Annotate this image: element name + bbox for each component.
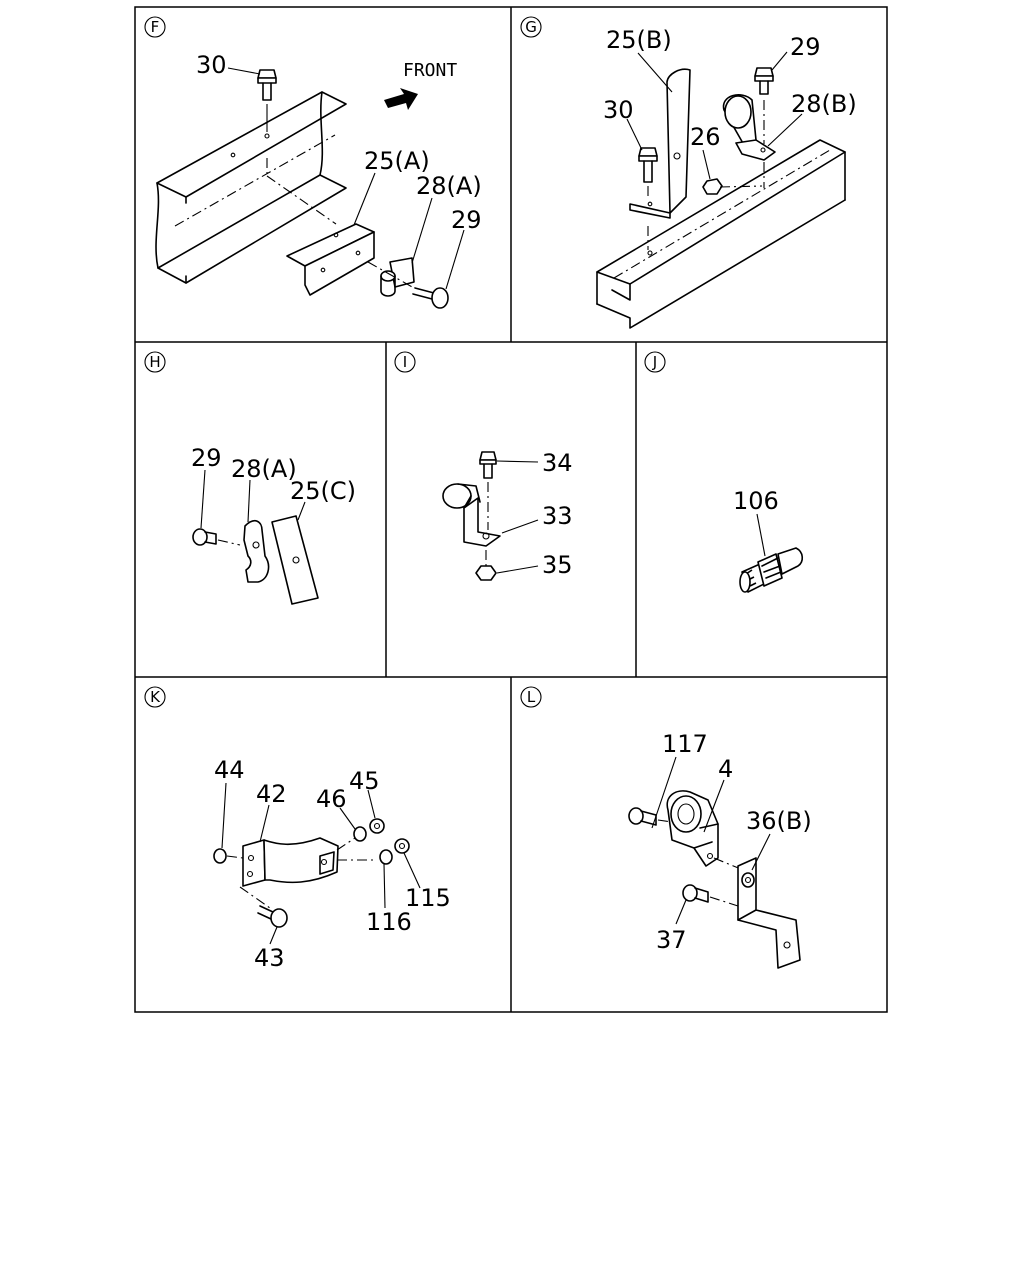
- label-45-k: 45: [349, 767, 380, 795]
- svg-text:H: H: [149, 353, 160, 371]
- nut-45-k: [369, 818, 385, 834]
- panel-marker-g: G: [520, 16, 542, 38]
- svg-text:L: L: [527, 688, 536, 706]
- panel-k: K: [144, 686, 451, 972]
- label-117-l: 117: [662, 730, 708, 758]
- plate-25c-h: [271, 515, 319, 605]
- bracket-42-k: [242, 837, 339, 887]
- clip-33-i: [442, 483, 501, 547]
- panel-l: L: [520, 686, 812, 969]
- label-28a-h: 28(A): [231, 455, 297, 483]
- nut-26-g: [702, 178, 763, 195]
- grid-frame: [134, 6, 888, 1013]
- clip-28b-g: [722, 94, 776, 161]
- bolt-29-f: [412, 287, 449, 309]
- connector-106-j: [739, 547, 804, 593]
- bolt-43-k: [257, 905, 288, 928]
- panel-g: G: [520, 16, 857, 329]
- label-116-k: 116: [366, 908, 412, 936]
- label-34-i: 34: [542, 449, 573, 477]
- label-46-k: 46: [316, 785, 347, 813]
- label-30-f: 30: [196, 51, 227, 79]
- clamp-4-l: [666, 790, 749, 873]
- label-25c-h: 25(C): [290, 477, 356, 505]
- label-33-i: 33: [542, 502, 573, 530]
- clip-28a-f: [367, 257, 415, 297]
- label-43-k: 43: [254, 944, 285, 972]
- clip-28a-h: [243, 519, 270, 583]
- label-30-g: 30: [603, 96, 634, 124]
- label-29-h: 29: [191, 444, 222, 472]
- panel-marker-k: K: [144, 686, 166, 708]
- svg-text:I: I: [403, 353, 407, 371]
- panel-h: H 29 28(A) 25(C): [144, 351, 356, 605]
- panel-marker-j: J: [644, 351, 666, 373]
- panel-marker-h: H: [144, 351, 166, 373]
- bracket-25b-g: [629, 68, 691, 219]
- panel-f: F FRONT: [144, 16, 482, 309]
- front-label: FRONT: [403, 60, 457, 81]
- frame-rail-g: [596, 139, 846, 329]
- bolt-30-f: [257, 69, 277, 139]
- bolt-29-g: [754, 67, 774, 188]
- label-28b-g: 28(B): [791, 90, 857, 118]
- front-arrow-icon: [384, 88, 418, 110]
- label-36b-l: 36(B): [746, 807, 812, 835]
- panel-marker-i: I: [394, 351, 416, 373]
- label-44-k: 44: [214, 756, 245, 784]
- bolt-117-l: [628, 807, 673, 826]
- washer-116-k: [379, 849, 393, 865]
- label-4-l: 4: [718, 755, 733, 783]
- label-29-g: 29: [790, 33, 821, 61]
- label-35-i: 35: [542, 551, 573, 579]
- washer-44-k: [213, 848, 244, 864]
- label-115-k: 115: [405, 884, 451, 912]
- panel-i: I 34 33 35: [394, 351, 573, 581]
- label-25b-g: 25(B): [606, 26, 672, 54]
- nut-115-k: [394, 838, 410, 854]
- panel-j: J 106: [644, 351, 804, 593]
- label-42-k: 42: [256, 780, 287, 808]
- label-37-l: 37: [656, 926, 687, 954]
- bolt-34-i: [479, 451, 497, 530]
- bolt-30-g: [638, 147, 658, 250]
- panel-marker-f: F: [144, 16, 166, 38]
- bolt-37-l: [682, 884, 739, 907]
- bolt-29-h: [192, 528, 241, 546]
- label-26-g: 26: [690, 123, 721, 151]
- washer-46-k: [353, 826, 367, 842]
- nut-35-i: [475, 550, 497, 581]
- svg-text:J: J: [652, 353, 657, 371]
- label-106-j: 106: [733, 487, 779, 515]
- svg-text:F: F: [151, 18, 160, 36]
- label-29-f: 29: [451, 206, 482, 234]
- label-25a-f: 25(A): [364, 147, 430, 175]
- panel-marker-l: L: [520, 686, 542, 708]
- label-28a-f: 28(A): [416, 172, 482, 200]
- bracket-36b-l: [737, 857, 801, 969]
- svg-text:K: K: [150, 688, 161, 706]
- bracket-25a-f: [286, 223, 375, 296]
- svg-text:G: G: [525, 18, 537, 36]
